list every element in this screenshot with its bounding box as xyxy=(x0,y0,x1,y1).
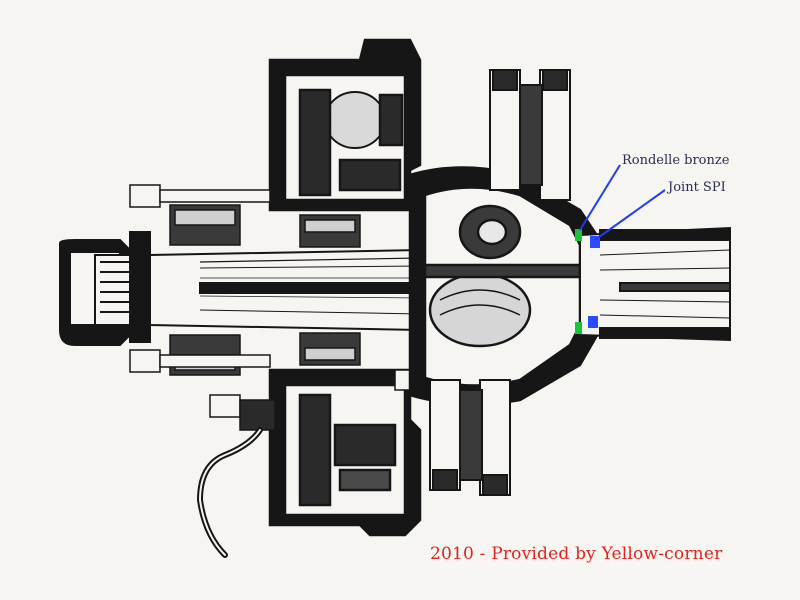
yoke-bolts-bottom xyxy=(429,379,511,496)
yoke-bolts-top xyxy=(489,69,571,201)
bronze-washer-highlight xyxy=(575,229,582,334)
bronze-washer-label: Rondelle bronze xyxy=(622,153,730,168)
universal-joint-housing xyxy=(408,166,602,406)
bronze-washer-callout-line xyxy=(579,164,621,231)
spi-seal-callout-line xyxy=(594,189,666,241)
spi-seal-highlight xyxy=(588,236,600,328)
spi-seal-label: Joint SPI xyxy=(668,180,726,195)
brake-housing-upper xyxy=(268,38,422,212)
brake-housing-lower xyxy=(268,368,422,537)
brake-line xyxy=(196,427,263,558)
main-shaft xyxy=(149,248,421,332)
credit-caption: 2010 - Provided by Yellow-corner xyxy=(430,544,723,564)
output-shaft-tube xyxy=(579,226,731,342)
